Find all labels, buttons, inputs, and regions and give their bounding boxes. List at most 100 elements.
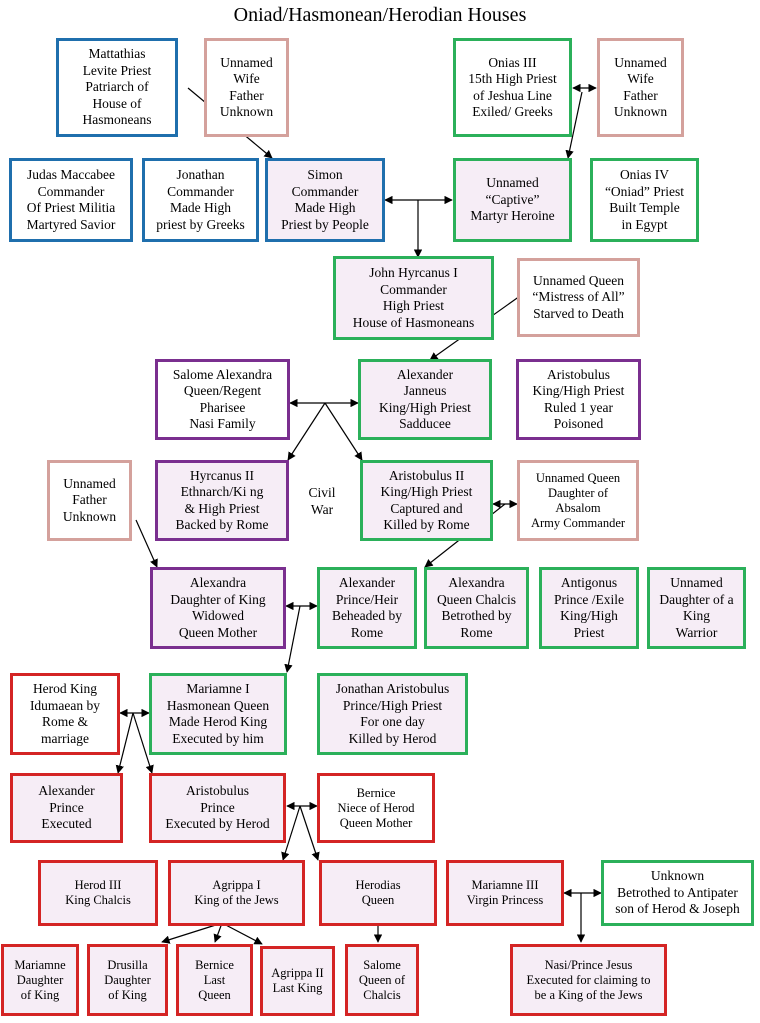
node-line: Sadducee [399,416,451,431]
node-line: Salome Alexandra [172,366,273,382]
node-line: Backed by Rome [175,517,269,532]
node-line: 15th High Priest [468,71,557,86]
node-line: Aristobulus II [388,467,465,483]
node-line: Niece of Herod [337,800,415,815]
node-line: Queen of [358,972,406,987]
connector [565,91,583,159]
node-line: Father [623,87,658,103]
node-line: Made Herod King [168,714,268,729]
node-line: Exiled/ Greeks [472,104,553,119]
node-line: “Mistress of All” [532,289,625,305]
civil-war-label: Civil War [296,484,348,518]
node-line: Unknown [613,104,668,119]
node-line: Executed by Herod [165,816,270,832]
connector [221,922,263,945]
node-line: Onias IV [619,167,670,182]
node-line: Killed by Herod [348,730,437,746]
node-line: Betrothed to Antipater [617,884,738,900]
node-line: in Egypt [621,216,668,232]
node-line: Pharisee [199,399,246,415]
node-line: Wife [627,71,654,86]
node-line: Hasmonean Queen [166,697,270,713]
civil-war-line: Civil [308,485,336,500]
node-line: Priest by People [281,216,369,232]
node-line: Unnamed [614,54,667,70]
node-line: Aristobulus [546,366,610,382]
node-line: son of Herod & Joseph [615,901,740,917]
node-line: Queen [361,893,395,907]
node-line: of Jeshua Line [473,87,552,103]
node-line: Queen Mother [339,815,413,830]
node-line: Unnamed Queen [532,272,625,288]
node-line: Built Temple [609,200,680,215]
node-line: Rome & [41,714,89,729]
node-line: Prince [49,799,84,815]
node-line: Prince/High Priest [342,697,443,713]
connector [161,922,223,944]
node-line: Patriarch of [85,79,149,95]
node-line: Priest [573,624,605,640]
node-line: Killed by Rome [383,517,470,532]
node-line: Queen/Regent [183,383,262,398]
node-line: be a King of the Jews [534,987,643,1002]
diagram-title: Oniad/Hasmonean/Herodian Houses [233,4,527,26]
node-line: Unknown [62,508,117,524]
node-line: King [683,608,710,623]
node-line: Father [72,492,107,508]
node-line: Ethnarch/Ki ng [180,484,264,499]
node-line: & High Priest [184,500,260,516]
node-line: Queen Mother [178,624,258,640]
node-line: Hasmoneans [82,112,152,128]
node-line: “Oniad” Priest [604,183,685,199]
node-line: Unnamed [670,575,723,590]
node-line: Army Commander [530,515,626,530]
node-line: Unknown [650,868,705,884]
civil-war-line: War [310,502,334,517]
connector [281,805,301,861]
node-line: Queen Chalcis [436,591,517,607]
node-line: Made High [169,200,232,215]
node-line: priest by Greeks [156,216,245,232]
node-line: House of Hasmoneans [352,314,475,330]
node-line: Commander [291,183,359,199]
node-line: Made High [294,200,356,215]
node-line: Alexandra [189,575,247,590]
node-line: Mariamne III [471,878,539,892]
node-line: King/High [560,608,618,623]
node-line: Chalcis [363,987,401,1002]
node-line: Virgin Princess [466,893,544,907]
node-line: Hyrcanus II [189,467,255,483]
node-line: Levite Priest [82,62,152,78]
node-line: Jonathan Aristobulus [335,681,450,696]
node-line: Alexander [38,783,95,799]
node-line: “Captive” [485,191,540,207]
node-line: Prince/Heir [335,591,399,607]
node-line: Unnamed [220,54,273,70]
node-line: Agrippa II [271,966,324,980]
node-line: Rome [460,624,493,640]
node-line: Last [203,972,226,987]
node-line: For one day [360,714,425,729]
node-line: Daughter of King [170,591,266,607]
